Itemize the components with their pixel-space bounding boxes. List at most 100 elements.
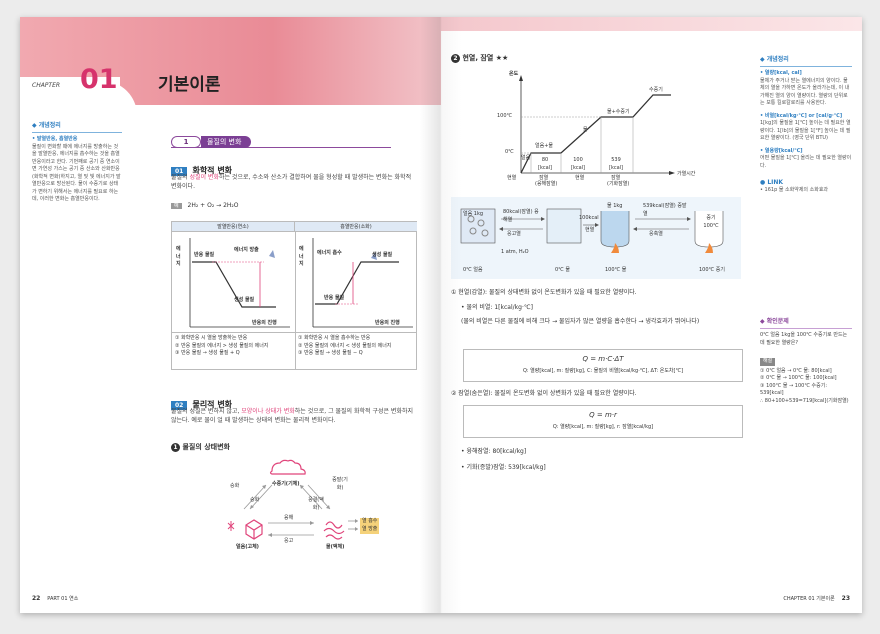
step2b-label: 현열 (585, 227, 595, 233)
state-diagram: 수증기(기체) 얼음(고체) 물(액체) 승화 승화 증발(기화) 응결(액화)… (216, 459, 386, 564)
heating-curve: 온도 100℃ 0℃ 얼음 얼음+물 물 물+수증기 수증기 80[kcal] … (471, 67, 721, 187)
ice-cube-icon (245, 519, 263, 540)
chapter-title: 기본이론 (158, 75, 221, 95)
side-note-body: 물질이 변화할 때에 에너지를 방출하는 것을 발열반응, 에너지를 흡수하는 … (32, 143, 121, 203)
flame-icon (705, 243, 713, 253)
exo-note: ② 반응 물질의 에너지 > 생성 물질의 에너지 (175, 342, 269, 349)
subsection-number: 02 (171, 401, 188, 410)
sublimation-up-label: 승화 (230, 483, 240, 489)
footer-part: CHAPTER 01 기본이론 (783, 596, 835, 602)
steam-label: 수증기 (649, 87, 663, 93)
subsection-number: 01 (171, 167, 188, 176)
legend-release: 열 방출 (360, 526, 380, 534)
formula-2: Q = m·r (589, 411, 617, 419)
endo-graph (312, 238, 413, 328)
endo-note: ③ 반응 물질 → 생성 물질 − Q (298, 350, 363, 356)
step1b-label: 응고열 (507, 231, 521, 237)
side-note-heading: 개념정리 (38, 122, 61, 129)
side-note-title: • 발열반응, 흡열반응 (32, 136, 78, 142)
topic-title: 현열, 잠열 ★★ (462, 54, 509, 62)
example-line: 예 2H₂ + O₂ → 2H₂O (171, 201, 239, 211)
exo-product: 생성 물질 (234, 297, 255, 303)
exo-note: ① 화학반응 시 열을 방출하는 반응 (175, 335, 248, 341)
section-number: 1 (171, 136, 201, 148)
state-number: 1 (171, 443, 180, 452)
ice-state-label: 0℃ 얼음 (463, 267, 483, 273)
snowflake-icon (227, 521, 235, 531)
def-latent: ② 잠열(숨은열): 물질의 온도변화 없이 상변화가 있을 때 필요한 열량이… (451, 390, 637, 397)
formula-box-1: Q = m·C·ΔT Q: 열량[kcal], m: 질량[kg], C: 물질… (463, 349, 743, 382)
formula-1-where: Q: 열량[kcal], m: 질량[kg], C: 물질의 비열[kcal/k… (522, 368, 684, 374)
topic-number: 2 (451, 54, 460, 63)
pressure-label: 1 atm, H₂O (501, 249, 529, 255)
quiz-line: ① 0℃ 얼음 → 0℃ 물: 80[kcal] (760, 367, 832, 374)
physical-body: 물질의 성질은 변하지 않고, 모양이나 상태가 변화하는 것으로, 그 물질의… (171, 408, 413, 424)
step1-label: 80kcal(잠열) 융해열 (503, 209, 539, 223)
water-label: 물 (583, 127, 588, 133)
right-sidebar: ◆ 개념정리 • 열량[kcal, cal] 물체가 주거나 받는 열에너지의 … (760, 55, 852, 195)
chemical-body: 물질의 성질이 변화하는 것으로, 수소와 산소가 결합하여 물을 형성할 때 … (171, 174, 412, 190)
diamond-icon: ◆ (760, 56, 765, 63)
quiz-label: 확인문제 (766, 318, 789, 325)
tick-0c: 0℃ (505, 149, 514, 155)
exo-graph (189, 238, 290, 328)
water-wave-icon (323, 521, 345, 540)
sidebar-item-body: 1[kg]의 물질을 1[℃] 높이는 데 필요한 열량이다. 1[lb]의 물… (760, 120, 851, 141)
evaporation-heat: • 기화(증발)잠열: 539[kcal/kg] (461, 464, 546, 471)
left-page: CHAPTER 01 기본이론 ◆ 개념정리 • 발열반응, 흡열반응 물질이 … (20, 17, 441, 613)
sidebar-heading: 개념정리 (766, 56, 789, 63)
steam-state-label: 100℃ 증기 (699, 267, 725, 273)
link-text[interactable]: • 161p 물 소화약제의 소화효과 (760, 187, 829, 193)
endo-absorb: 에너지 흡수 (317, 250, 342, 256)
quiz-line: ③ 100℃ 물 → 100℃ 수증기: 539[kcal] (760, 382, 828, 397)
formula-box-2: Q = m·r Q: 열량[kcal], m: 질량[kg], r: 잠열[kc… (463, 405, 743, 438)
chapter-number: 01 (80, 64, 118, 95)
link-label: LINK (767, 179, 784, 186)
subsection-title: 물리적 변화 (192, 400, 233, 409)
quiz-box: ◆ 확인문제 0℃ 얼음 1kg을 100℃ 수증기로 만드는 데 필요한 열량… (760, 317, 852, 405)
exo-note: ③ 반응 물질 → 생성 물질 + Q (175, 350, 240, 356)
ice-label: 얼음 (521, 155, 531, 161)
endo-product: 생성 물질 (372, 252, 393, 258)
step3-label: 539kcal(잠열) 증발열 (643, 203, 687, 217)
right-footer: CHAPTER 01 기본이론 23 (783, 594, 850, 604)
left-footer: 22 PART 01 연소 (32, 594, 78, 604)
exo-header: 발열반응(연소) (172, 222, 295, 232)
arrow-up-icon (371, 252, 377, 260)
sidebar-item-body: 물체가 주거나 받는 열에너지의 양이다. 물체의 열을 가하면 온도가 올라가… (760, 77, 850, 107)
diamond-icon: ◆ (32, 122, 37, 129)
chapter-arc (70, 81, 136, 107)
bottom-label: 잠열 (611, 175, 621, 181)
flame-icon (611, 243, 619, 253)
sublimation-down-label: 승화 (250, 497, 260, 503)
arrow-up-icon (269, 250, 275, 258)
endo-notes: ① 화학반응 시 열을 흡수하는 반응 ② 반응 물질의 에너지 < 생성 물질… (298, 335, 416, 358)
latent-539: 539[kcal] (609, 157, 623, 171)
bottom-label: 잠열 (539, 175, 549, 181)
formula-1: Q = m·C·ΔT (582, 355, 624, 363)
exo-release: 에너지 방출 (234, 247, 259, 253)
page-number: 22 (32, 595, 41, 602)
exo-notes: ① 화학반응 시 열을 방출하는 반응 ② 반응 물질의 에너지 > 생성 물질… (175, 335, 293, 358)
footer-part: PART 01 연소 (47, 596, 79, 602)
side-note: ◆ 개념정리 • 발열반응, 흡열반응 물질이 변화할 때에 에너지를 방출하는… (32, 121, 122, 204)
sensible-100: 100[kcal] (571, 157, 585, 171)
y-axis-label: 온도 (509, 71, 519, 77)
state-title: 물질의 상태변화 (182, 443, 230, 451)
bottom-label: 현열 (575, 175, 585, 181)
x-axis-label: 가열시간 (677, 171, 696, 177)
water-steam-label: 물+수증기 (607, 109, 630, 115)
water2-label: 물 1kg (607, 203, 623, 209)
section-heading: 1 물질의 변화 (171, 136, 391, 148)
endo-y-label: 에너지 (299, 246, 304, 267)
chapter-label: CHAPTER (32, 82, 61, 89)
endo-note: ② 반응 물질의 에너지 < 생성 물질의 에너지 (298, 342, 392, 349)
sidebar-item-title: • 비열[kcal/kg·℃] or [cal/g·℃] (760, 112, 843, 119)
step2-label: 100kcal (579, 215, 599, 221)
subsection-title: 화학적 변화 (192, 166, 233, 175)
book-spread: CHAPTER 01 기본이론 ◆ 개념정리 • 발열반응, 흡열반응 물질이 … (20, 17, 862, 613)
sidebar-item-body: 어떤 물질을 1[℃] 올리는 데 필요한 열량이다. (760, 155, 852, 169)
right-page: 2 현열, 잠열 ★★ 온도 100℃ 0℃ 얼음 얼음+물 (441, 17, 862, 613)
quiz-question: 0℃ 얼음 1kg을 100℃ 수증기로 만드는 데 필요한 열량은? (760, 332, 848, 346)
example-equation: 2H₂ + O₂ → 2H₂O (187, 202, 239, 209)
